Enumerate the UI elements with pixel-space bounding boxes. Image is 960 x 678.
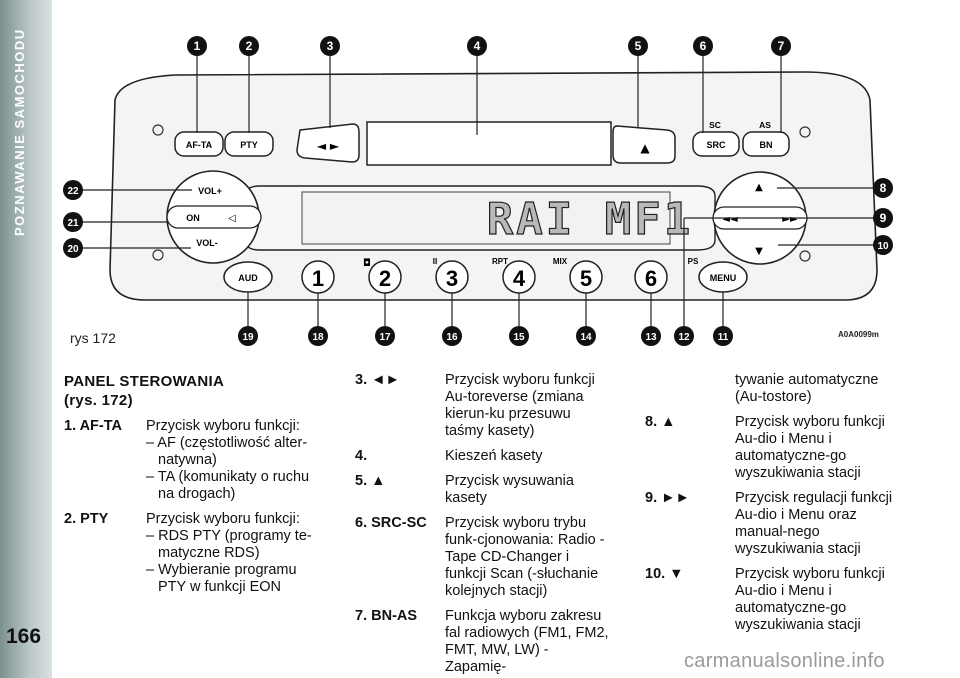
svg-text:22: 22 [67,186,79,197]
text-column-2: 3. ◄►Przycisk wyboru funkcji Au-torevers… [355,372,610,676]
svg-text:5: 5 [580,266,592,291]
svg-text:►►: ►► [782,214,798,225]
svg-text:13: 13 [645,332,657,343]
on-button [166,205,262,229]
radio-panel-figure: AF-TA PTY ◄ ► ▲ SC AS SRC BN RAI MF1 VOL… [55,0,960,360]
svg-text:5: 5 [635,39,642,53]
svg-text:AUD: AUD [238,273,258,283]
svg-text:2: 2 [246,39,253,53]
svg-text:◄ ►: ◄ ► [317,139,340,153]
entry-af-ta: 1. AF-TA Przycisk wyboru funkcji: – AF (… [64,418,310,502]
svg-text:16: 16 [446,332,458,343]
svg-text:21: 21 [67,218,79,229]
svg-text:1: 1 [194,39,201,53]
section-heading: PANEL STEROWANIA [64,373,225,390]
svg-text:PS: PS [688,257,699,266]
svg-text:15: 15 [513,332,525,343]
display-text: RAI MF1 [487,194,693,245]
svg-text:2: 2 [379,266,391,291]
af-ta-button [174,131,224,157]
autoreverse-button [296,123,360,163]
bn-button [742,131,790,157]
entry-cassette: 4.Kieszeń kasety [355,448,543,464]
svg-text:9: 9 [880,211,887,225]
svg-text:▲: ▲ [755,182,763,193]
entry-forward: 9. ►►Przycisk regulacji funkcji Au-dio i… [645,490,893,557]
svg-text:12: 12 [678,332,690,343]
svg-text:17: 17 [379,332,391,343]
svg-text:MIX: MIX [553,257,568,266]
svg-text:3: 3 [327,39,334,53]
lcd-screen [301,191,671,245]
entry-autoreverse: 3. ◄►Przycisk wyboru funkcji Au-torevers… [355,372,595,439]
svg-text:7: 7 [778,39,785,53]
svg-text:10: 10 [877,241,889,252]
svg-text:1: 1 [312,266,324,291]
svg-text:19: 19 [242,332,254,343]
svg-text:VOL+: VOL+ [198,186,222,196]
svg-text:BN: BN [760,140,773,150]
svg-text:4: 4 [513,266,526,291]
svg-text:18: 18 [312,332,324,343]
svg-text:4: 4 [474,39,481,53]
svg-text:VOL-: VOL- [196,238,218,248]
figure-caption: rys 172 [70,330,116,346]
svg-text:SRC: SRC [706,140,726,150]
preset-buttons: 1 2 3 4 5 6 [301,260,668,294]
svg-text:◄◄: ◄◄ [722,214,738,225]
entry-bn-as-cont: tywanie automatyczne (Au-tostore) [735,372,879,405]
sidebar-strip: POZNAWANIE SAMOCHODU 166 [0,0,52,678]
svg-text:II: II [433,257,437,266]
entry-down: 10. ▼Przycisk wyboru funkcji Au-dio i Me… [645,566,885,633]
src-button [692,131,740,157]
af-ta-label: AF-TA [186,140,213,150]
svg-text:6: 6 [645,266,657,291]
svg-text:◁: ◁ [228,213,236,224]
svg-text:MENU: MENU [710,273,737,283]
eject-button [612,125,676,164]
text-column-1: PANEL STEROWANIA (rys. 172) 1. AF-TA Prz… [64,372,324,596]
entry-eject: 5. ▲Przycisk wysuwania kasety [355,473,574,506]
svg-text:20: 20 [67,244,79,255]
svg-text:6: 6 [700,39,707,53]
svg-text:11: 11 [718,332,729,343]
section-heading-ref: (rys. 172) [64,392,133,409]
svg-text:3: 3 [446,266,458,291]
svg-text:8: 8 [880,181,887,195]
entry-pty: 2. PTY Przycisk wyboru funkcji: – RDS PT… [64,511,312,595]
entry-up: 8. ▲Przycisk wyboru funkcji Au-dio i Men… [645,414,885,481]
svg-text:14: 14 [580,332,592,343]
svg-text:RPT: RPT [492,257,508,266]
svg-text:▲: ▲ [640,141,650,155]
svg-text:ON: ON [186,213,200,223]
as-label: AS [759,120,771,130]
svg-text:▼: ▼ [755,246,763,257]
svg-text:◘: ◘ [363,258,371,269]
section-title: POZNAWANIE SAMOCHODU [12,28,27,236]
callout-badges: 1 2 3 4 5 6 7 8 9 10 11 12 13 14 15 16 1… [63,36,893,346]
text-column-3: tywanie automatyczne (Au-tostore) 8. ▲Pr… [645,372,903,634]
cassette-slot [366,121,612,166]
pty-label: PTY [240,140,258,150]
figure-code: A0A0099m [838,330,879,339]
watermark: carmanualsonline.info [684,650,885,672]
sc-label: SC [709,120,721,130]
page-number: 166 [6,625,42,648]
